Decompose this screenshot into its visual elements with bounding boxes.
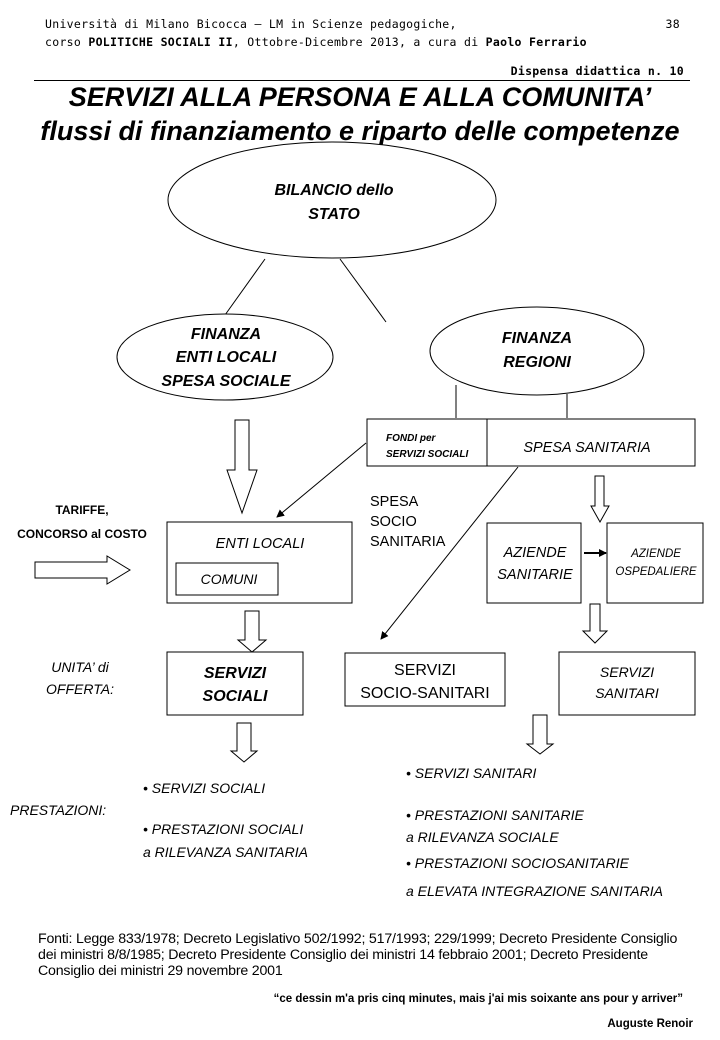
servizi-sociali-line-2: SOCIALI	[203, 688, 268, 705]
finanza-enti-line-2: ENTI LOCALI	[176, 349, 277, 366]
page-subtitle: flussi di finanziamento e riparto delle …	[40, 116, 680, 146]
servizi-sociali-line-1: SERVIZI	[204, 665, 267, 682]
finanza-regioni-line-1: FINANZA	[502, 330, 572, 347]
finanza-regioni-line-2: REGIONI	[503, 354, 571, 371]
arrow-enti-to-servizi-sociali	[236, 610, 268, 653]
prestazioni-label: PRESTAZIONI:	[10, 802, 106, 818]
fondi-line-1: FONDI per	[386, 433, 437, 444]
unita-offerta-line-1: UNITA’ di	[51, 659, 109, 675]
node-bilancio-stato	[167, 141, 497, 259]
sources-text: Fonti: Legge 833/1978; Decreto Legislati…	[38, 931, 678, 979]
arrow-sanitari-to-prestazioni	[525, 714, 555, 755]
dispensa-label: Dispensa didattica n. 10	[510, 64, 684, 78]
prestazioni-sanitarie-item-3-cont: a ELEVATA INTEGRAZIONE SANITARIA	[406, 883, 663, 899]
node-finanza-enti-locali	[116, 313, 334, 401]
prestazioni-sanitarie-item-3: • PRESTAZIONI SOCIOSANITARIE	[406, 855, 630, 871]
prestazioni-sociali-item-2: • PRESTAZIONI SOCIALI	[143, 821, 303, 837]
prestazioni-sociali-item-2-cont: a RILEVANZA SANITARIA	[143, 844, 308, 860]
spesa-sanitaria-label: SPESA SANITARIA	[523, 440, 650, 456]
box-aziende-sanitarie	[486, 522, 582, 604]
finanza-enti-line-3: SPESA SOCIALE	[161, 373, 292, 390]
spesa-socio-line-3: SANITARIA	[370, 534, 446, 550]
box-aziende-ospedaliere	[606, 522, 704, 604]
header-line-2: corso POLITICHE SOCIALI II, Ottobre-Dice…	[45, 35, 587, 49]
quote-author: Auguste Renoir	[607, 1018, 693, 1030]
comuni-label: COMUNI	[201, 571, 258, 587]
header-divider	[34, 80, 690, 81]
spesa-socio-line-2: SOCIO	[370, 514, 417, 530]
connector-bilancio-regioni	[339, 258, 387, 323]
quote-text: “ce dessin m'a pris cinq minutes, mais j…	[273, 993, 683, 1005]
servizi-sanitari-line-2: SANITARI	[595, 685, 659, 701]
box-servizi-socio-sanitari	[344, 652, 506, 707]
fondi-line-2: SERVIZI SOCIALI	[386, 449, 468, 460]
prestazioni-sanitarie-item-2: • PRESTAZIONI SANITARIE	[406, 807, 585, 823]
box-comuni	[175, 562, 279, 596]
header-university: Università di Milano Bicocca – LM in Sci…	[45, 17, 457, 31]
box-fondi-spesa-sanitaria	[366, 418, 696, 467]
header-course: POLITICHE SOCIALI II	[88, 35, 233, 49]
aziende-sanitarie-line-2: SANITARIE	[497, 567, 573, 583]
header-prefix: corso	[45, 35, 89, 49]
box-servizi-sociali	[166, 651, 304, 716]
aziende-ospedaliere-line-2: OSPEDALIERE	[615, 566, 696, 578]
arrow-servizi-sociali-to-prestazioni	[229, 722, 259, 763]
header-author: Paolo Ferrario	[485, 35, 587, 49]
box-servizi-sanitari	[558, 651, 696, 716]
bilancio-line-1: BILANCIO dello	[274, 182, 393, 199]
arrow-spesa-to-aziende	[590, 475, 610, 524]
arrow-tariffe-to-enti	[34, 555, 131, 585]
enti-locali-label: ENTI LOCALI	[216, 536, 305, 552]
servizi-socio-sanitari-line-2: SOCIO-SANITARI	[360, 685, 490, 702]
aziende-sanitarie-line-1: AZIENDE	[503, 545, 567, 561]
header-line-1: Università di Milano Bicocca – LM in Sci…	[45, 17, 457, 31]
prestazioni-sanitarie-item-2-cont: a RILEVANZA SOCIALE	[406, 829, 559, 845]
header-middle: , Ottobre-Dicembre 2013, a cura di	[232, 35, 486, 49]
arrow-spesa-to-sociosanitari	[380, 466, 519, 640]
arrow-fondi-to-enti	[276, 442, 367, 518]
prestazioni-sanitarie-item-1: • SERVIZI SANITARI	[406, 765, 537, 781]
page-number: 38	[665, 17, 680, 31]
servizi-sanitari-line-1: SERVIZI	[600, 664, 654, 680]
tariffe-line-1: TARIFFE,	[55, 503, 108, 517]
finanza-enti-line-1: FINANZA	[191, 326, 261, 343]
prestazioni-sociali-item-1: • SERVIZI SOCIALI	[143, 780, 265, 796]
aziende-ospedaliere-line-1: AZIENDE	[630, 548, 681, 560]
arrow-finanza-to-enti	[226, 419, 258, 515]
servizi-socio-sanitari-line-1: SERVIZI	[394, 662, 456, 679]
connector-bilancio-enti	[224, 258, 266, 316]
tariffe-line-2: CONCORSO al COSTO	[17, 527, 147, 541]
node-finanza-regioni	[429, 306, 645, 396]
page-title: SERVIZI ALLA PERSONA E ALLA COMUNITA’	[68, 82, 652, 112]
arrow-aziende-to-servizi-sanitari	[581, 603, 609, 644]
unita-offerta-line-2: OFFERTA:	[46, 681, 114, 697]
bilancio-line-2: STATO	[308, 206, 360, 223]
spesa-socio-line-1: SPESA	[370, 494, 419, 510]
